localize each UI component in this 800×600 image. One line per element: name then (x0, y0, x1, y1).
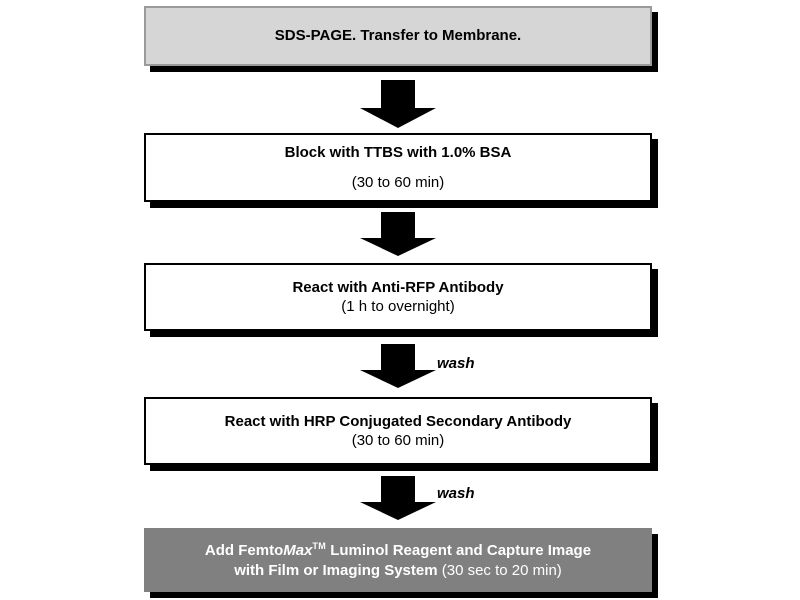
flow-step-1-main-text: SDS-PAGE. Transfer to Membrane. (274, 27, 522, 45)
flow-step-2-main-text: Block with TTBS with 1.0% BSA (284, 144, 512, 162)
flow-step-block-ttbs: Block with TTBS with 1.0% BSA (30 to 60 … (144, 133, 652, 202)
flow-step-react-hrp-secondary: React with HRP Conjugated Secondary Anti… (144, 397, 652, 465)
flow-step-4-sub-text: (30 to 60 min) (351, 432, 445, 449)
wash-label-1: wash (437, 355, 475, 372)
flow-step-5-sub-text: with Film or Imaging System (30 sec to 2… (234, 562, 562, 579)
flow-arrow-4 (360, 476, 436, 520)
flow-step-4-main-text: React with HRP Conjugated Secondary Anti… (224, 412, 572, 430)
flow-arrow-2 (360, 212, 436, 256)
flow-step-add-femtomax-luminol: Add FemtoMaxTM Luminol Reagent and Captu… (144, 528, 652, 592)
flow-step-3-sub-text: (1 h to overnight) (341, 298, 455, 315)
flow-step-5-main-suffix: Luminol Reagent and Capture Image (326, 542, 592, 560)
flow-arrow-1 (360, 80, 436, 128)
flow-arrow-3 (360, 344, 436, 388)
flow-step-5-main-text: Add FemtoMaxTM Luminol Reagent and Captu… (205, 541, 591, 559)
flow-step-react-anti-rfp: React with Anti-RFP Antibody (1 h to ove… (144, 263, 652, 331)
flow-step-5-sub-bold: with Film or Imaging System (234, 561, 442, 579)
flow-step-2-sub-text: (30 to 60 min) (351, 173, 445, 191)
flow-step-3-main-text: React with Anti-RFP Antibody (292, 278, 504, 296)
flow-step-sds-page: SDS-PAGE. Transfer to Membrane. (144, 6, 652, 66)
wash-label-2: wash (437, 485, 475, 502)
flow-step-5-main-prefix: Add Femto (204, 542, 284, 560)
flow-step-5-sub-plain: (30 sec to 20 min) (441, 561, 562, 579)
trademark-icon: TM (312, 541, 327, 552)
flow-step-5-brand-name: Max (283, 542, 313, 560)
